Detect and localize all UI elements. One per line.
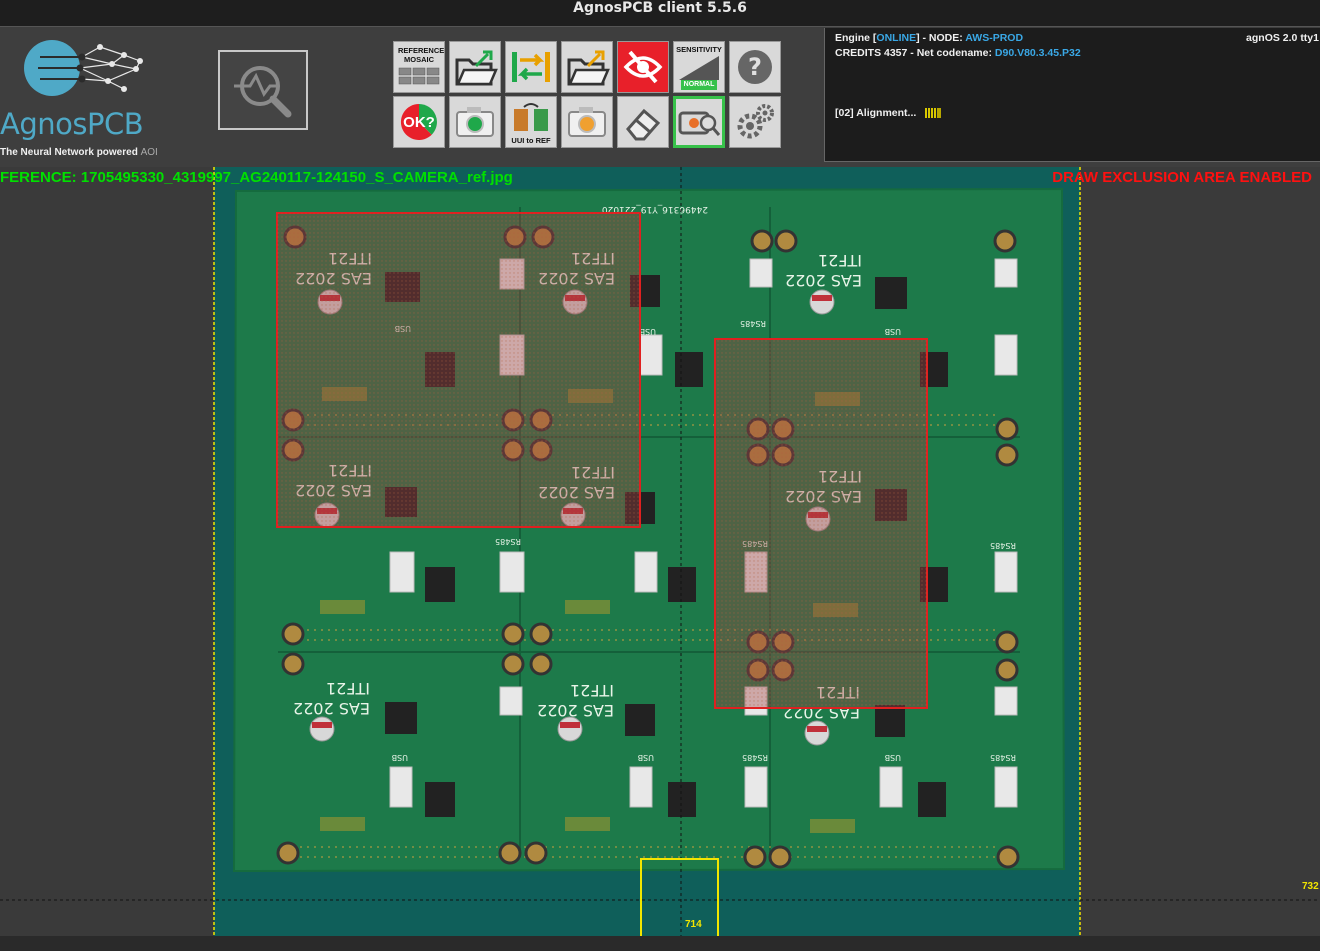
silk-rs485-4: RS485 [740,319,766,328]
task-status: [02] Alignment... [835,107,943,119]
settings-button[interactable] [729,96,781,148]
window-title: AgnosPCB client 5.5.6 [573,0,747,16]
sensitivity-ramp-icon [679,56,719,80]
sensitivity-button[interactable]: SENSITIVITY NORMAL [673,41,725,93]
brand-logo: AgnosPCB The Neural Network powered AOI [0,39,170,164]
image-viewer[interactable]: ITF21 EAS 2022 ITF21 EAS 2022 ITF21 EAS … [0,167,1320,937]
silk-project-7: ITF21 [326,679,370,698]
silk-usb-4: USB [638,753,654,762]
ok-check-button[interactable]: OK? [393,96,445,148]
silk-usb-5: USB [392,753,408,762]
silk-rs485-5: RS485 [990,753,1016,762]
silk-year-8: EAS 2022 [537,701,614,720]
reference-mosaic-button[interactable]: REFERENCE MOSAIC [393,41,445,93]
exclusion-mode-label: DRAW EXCLUSION AREA ENABLED [1052,169,1312,186]
uui-to-ref-label: UUI to REF [511,136,551,145]
network-logo-icon [24,40,143,96]
camera-search-icon [678,111,721,136]
task-text: [02] Alignment... [835,107,917,119]
brand-name: AgnosPCB [0,107,144,141]
silk-usb-3: USB [885,327,901,336]
engine-state: ONLINE [876,32,917,44]
engine-status-panel: Engine [ONLINE] - NODE: AWS-PROD agnOS 2… [824,28,1320,162]
silk-usb-2: USB [640,327,656,336]
gears-icon [737,104,774,139]
brand-tagline-suffix: AOI [140,147,158,158]
folder-green-arrow-icon [455,50,498,86]
os-version: agnOS 2.0 tty1 [1246,32,1319,44]
progress-bars-icon [925,108,942,119]
eraser-button[interactable] [617,96,669,148]
silk-rs485-1: RS485 [495,537,521,546]
measure-y: 732 [1302,881,1319,892]
reference-filename: FERENCE: 1705495330_4319997_AG240117-124… [0,169,513,186]
uui-to-ref-button[interactable]: UUI to REF [505,96,557,148]
credits-line: CREDITS 4357 - Net codename: D90.V80.3.4… [835,47,1081,59]
pcb-transfer-icon [514,103,548,131]
swap-images-button[interactable] [505,41,557,93]
engine-status-line: Engine [ONLINE] - NODE: AWS-PROD [835,32,1023,44]
eye-slash-icon [623,50,663,84]
folder-orange-arrow-icon [567,50,610,86]
help-button[interactable]: ? [729,41,781,93]
hide-overlay-button[interactable] [617,41,669,93]
ok-red-green-icon: OK? [400,103,437,140]
engine-suffix: ] - NODE: [916,32,963,44]
silk-year-3: EAS 2022 [785,271,862,290]
load-reference-button[interactable] [449,41,501,93]
sensitivity-label: SENSITIVITY [676,45,722,54]
svg-text:?: ? [748,53,762,81]
silk-rs485-6: RS485 [742,753,768,762]
sensitivity-value: NORMAL [681,80,717,90]
swap-arrows-icon [512,52,550,82]
exclusion-areas[interactable] [276,212,928,709]
engine-prefix: Engine [ [835,32,877,44]
silk-year-7: EAS 2022 [293,699,370,718]
brand-tagline: The Neural Network powered AOI [0,147,158,158]
capture-sample-button[interactable] [561,96,613,148]
node-name: AWS-PROD [965,32,1024,44]
camera-green-icon [456,107,494,137]
question-mark-icon: ? [738,50,772,84]
inspect-button[interactable] [218,50,308,130]
measure-x: 714 [685,919,702,930]
inspect-camera-button[interactable] [673,96,725,148]
net-codename: D90.V80.3.45.P32 [994,47,1081,59]
selection-box [640,858,719,937]
silk-project-8: ITF21 [570,681,614,700]
eraser-icon [626,108,661,141]
silk-project-3: ITF21 [818,251,862,270]
mosaic-grid-icon [398,67,440,85]
reference-mosaic-label: REFERENCE MOSAIC [398,46,445,64]
silk-serial: 24496316_Y19_221020 [602,204,708,214]
ok-check-label: OK? [403,114,435,131]
credits-text: CREDITS 4357 - Net codename: [835,47,992,59]
magnifier-chart-icon [234,66,292,118]
pcb-image[interactable]: ITF21 EAS 2022 ITF21 EAS 2022 ITF21 EAS … [0,167,1320,937]
silk-rs485-3: RS485 [990,541,1016,550]
camera-orange-icon [568,107,606,137]
capture-reference-button[interactable] [449,96,501,148]
silk-usb-6: USB [885,753,901,762]
bottom-scrollbar[interactable] [0,936,1320,951]
load-sample-button[interactable] [561,41,613,93]
window-title-bar: AgnosPCB client 5.5.6 [0,0,1320,27]
brand-tagline-text: The Neural Network powered [0,147,138,158]
